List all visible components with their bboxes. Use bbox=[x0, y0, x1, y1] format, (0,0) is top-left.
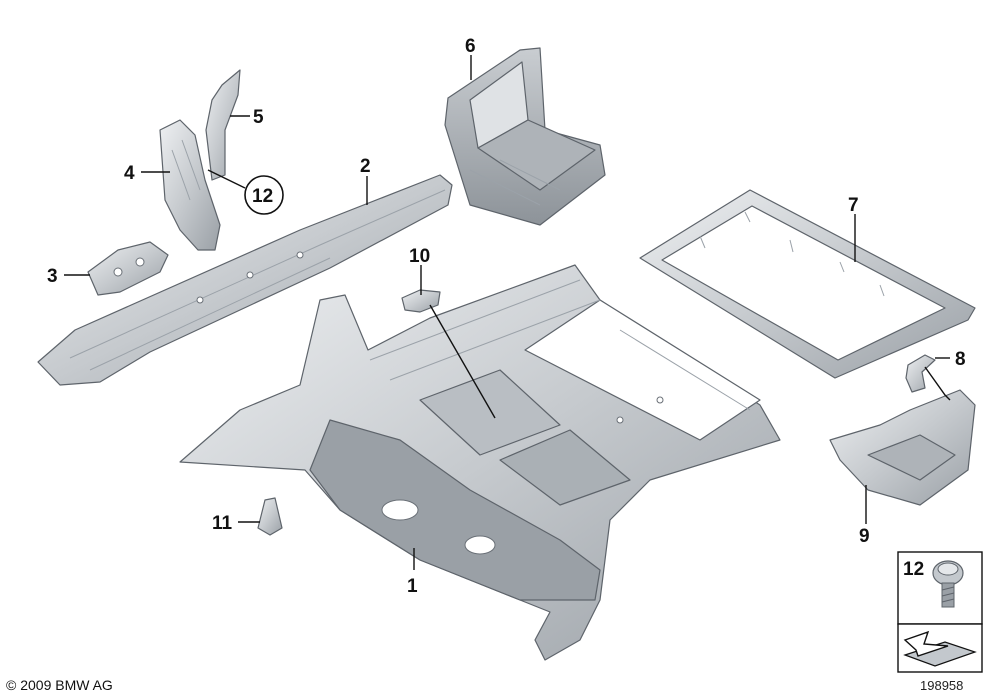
part-5-bracket bbox=[205, 69, 241, 181]
part-7-frame bbox=[639, 189, 976, 379]
callout-3: 3 bbox=[47, 266, 58, 287]
legend-box: 12 bbox=[897, 551, 983, 673]
callout-12-circle bbox=[244, 175, 284, 215]
part-4-pillar bbox=[159, 119, 221, 251]
part-11-nut bbox=[257, 497, 283, 536]
callout-10: 10 bbox=[409, 246, 430, 267]
callout-11: 11 bbox=[212, 513, 233, 534]
part-3-bracket bbox=[87, 241, 169, 296]
callout-9: 9 bbox=[859, 526, 870, 547]
callout-2: 2 bbox=[360, 156, 371, 177]
callout-labels: 1 2 3 4 5 6 7 8 9 10 11 12 bbox=[47, 36, 966, 597]
callout-7: 7 bbox=[848, 195, 859, 216]
part-6-box bbox=[444, 47, 606, 226]
callout-12: 12 bbox=[252, 186, 273, 207]
image-number: 198958 bbox=[920, 678, 964, 693]
screw-icon bbox=[932, 560, 964, 608]
legend-label-12: 12 bbox=[903, 559, 924, 580]
callout-6: 6 bbox=[465, 36, 476, 57]
part-9-tray bbox=[829, 389, 976, 506]
callout-8: 8 bbox=[955, 349, 966, 370]
part-8-clip bbox=[905, 354, 936, 393]
arrow-pointer-icon bbox=[903, 630, 977, 667]
callout-4: 4 bbox=[124, 163, 135, 184]
copyright-text: © 2009 BMW AG bbox=[6, 677, 113, 693]
callout-5: 5 bbox=[253, 107, 264, 128]
leader-lines bbox=[64, 55, 951, 570]
part-1-floor-pan bbox=[179, 264, 781, 661]
part-2-side-rail bbox=[37, 174, 453, 386]
callout-1: 1 bbox=[407, 576, 418, 597]
